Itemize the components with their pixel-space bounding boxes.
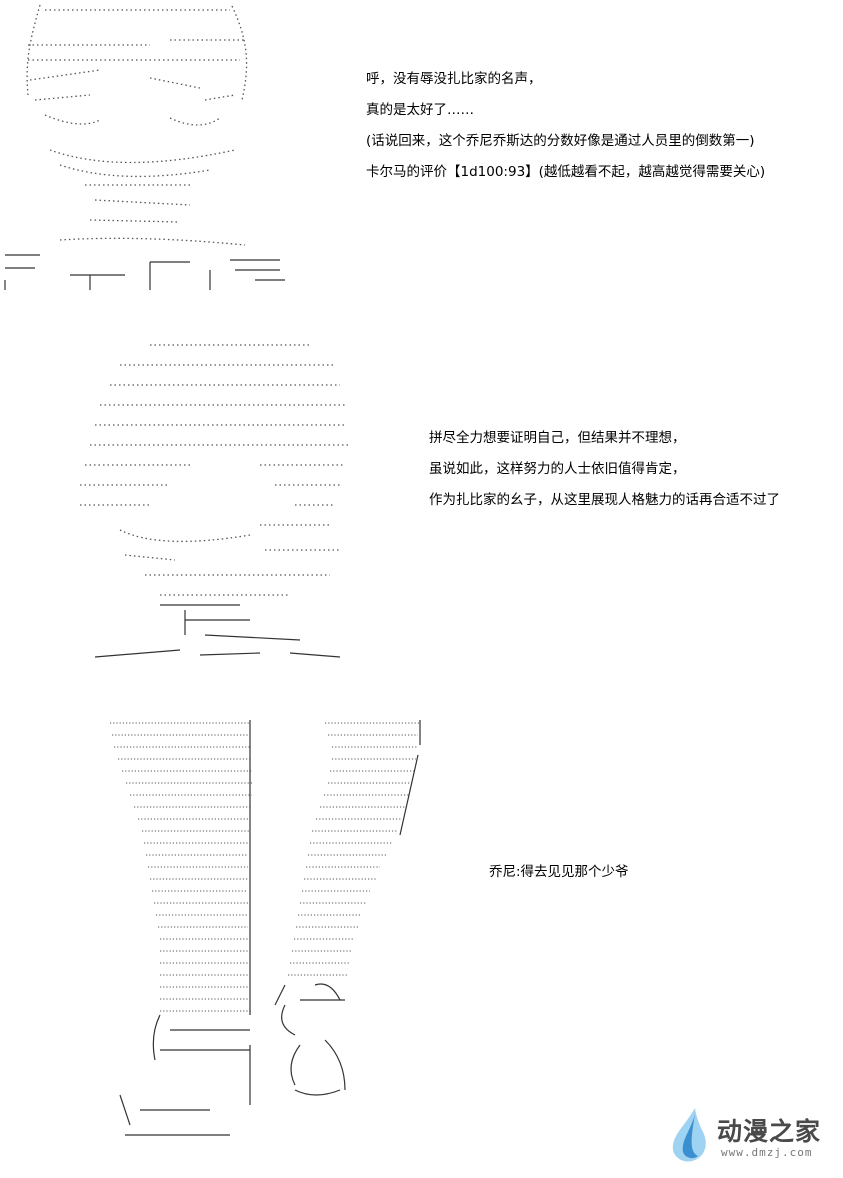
ascii-art-character-2 — [0, 335, 360, 670]
ascii-art-legs-figure — [110, 720, 421, 1136]
panel-2-line-3: 作为扎比家的幺子，从这里展现人格魅力的话再合适不过了 — [429, 492, 780, 508]
panel-2-line-1: 拼尽全力想要证明自己，但结果并不理想， — [429, 430, 686, 446]
panel-1-line-1: 呼，没有辱没扎比家的名声， — [366, 71, 542, 87]
ascii-art-figure-2 — [80, 344, 350, 658]
panel-3-text: 乔尼:得去见见那个少爷 — [489, 864, 629, 897]
panel-1-text: 呼，没有辱没扎比家的名声， 真的是太好了…… (话说回来，这个乔尼乔斯达的分数好… — [366, 71, 766, 197]
panel-1-line-2: 真的是太好了…… — [366, 102, 474, 118]
panel-2-line-2: 虽说如此，这样努力的人士依旧值得肯定， — [429, 461, 686, 477]
ascii-art-character-1 — [0, 0, 300, 290]
watermark-name: 动漫之家 — [717, 1117, 822, 1146]
droplet-logo-icon — [672, 1108, 706, 1162]
panel-2-text: 拼尽全力想要证明自己，但结果并不理想， 虽说如此，这样努力的人士依旧值得肯定， … — [429, 430, 780, 525]
panel-3-line-1: 乔尼:得去见见那个少爷 — [489, 864, 629, 880]
ascii-art-legs — [100, 715, 440, 1150]
panel-1-line-4: 卡尔马的评价【1d100:93】(越低越看不起，越高越觉得需要关心) — [366, 164, 766, 180]
ascii-art-figure-1 — [4, 4, 285, 290]
watermark-url: www.dmzj.com — [721, 1146, 813, 1159]
panel-1-line-3: (话说回来，这个乔尼乔斯达的分数好像是通过人员里的倒数第一) — [366, 133, 755, 149]
watermark: 动漫之家 www.dmzj.com — [665, 1106, 835, 1168]
